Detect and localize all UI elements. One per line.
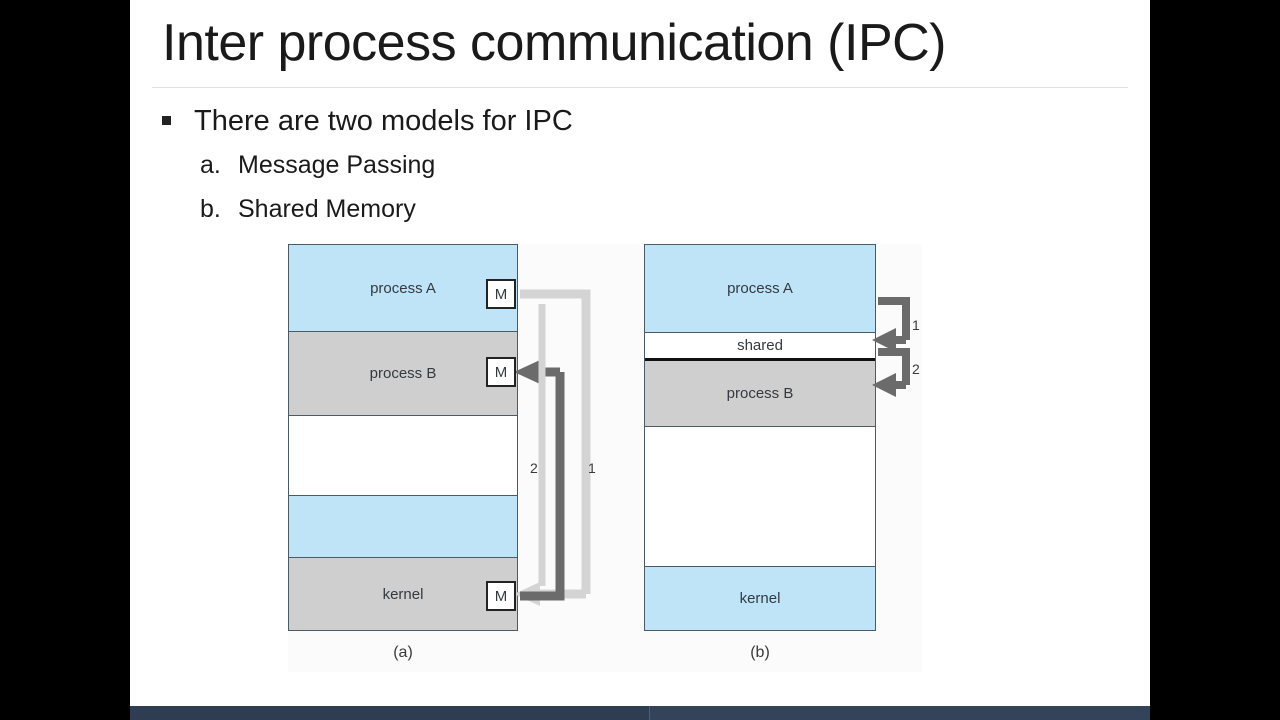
video-progress-fill[interactable] [130,706,651,720]
step-number-2: 2 [530,460,538,476]
message-box-process-b: M [486,357,516,387]
band-label: kernel [739,590,781,607]
message-box-label: M [494,285,508,303]
band-label: process A [727,280,793,297]
title-divider [152,87,1128,88]
video-progress-bar[interactable] [130,706,1150,720]
step-number-1: 1 [912,317,920,333]
figure-caption-a: (a) [393,644,413,661]
band-label: kernel [382,585,424,603]
bullet-item-label: There are two models for IPC [194,105,573,137]
figure-caption-b: (b) [750,644,770,661]
band-label: process A [370,279,436,297]
band-process-b: process B [645,361,875,426]
diagram-shared-memory: process A shared process B kernel [644,244,922,661]
sub-list-item-b: b. Shared Memory [200,194,416,224]
band-kernel: kernel [289,557,517,630]
memory-column-a: process A process B kernel [288,244,518,631]
message-box-label: M [494,363,508,381]
step-number-2: 2 [912,361,920,377]
sub-list-marker: b. [200,195,221,223]
presentation-slide: Inter process communication (IPC) There … [130,0,1150,706]
message-box-kernel: M [486,581,516,611]
band-shared: shared [645,332,875,361]
band-free-memory-2 [289,495,517,557]
page-title: Inter process communication (IPC) [162,14,947,72]
band-free-memory [645,426,875,566]
sub-list-marker: a. [200,151,221,179]
ipc-models-figure: process A process B kernel [288,244,922,672]
band-label: process B [369,365,437,382]
band-kernel: kernel [645,566,875,630]
band-label: shared [737,337,783,354]
bullet-item: There are two models for IPC [162,104,573,138]
sub-list-item-a: a. Message Passing [200,150,435,180]
diagram-message-passing: process A process B kernel [288,244,596,661]
sub-list-label: Shared Memory [238,195,416,223]
step-number-1: 1 [588,460,596,476]
bullet-square-icon [162,116,171,125]
band-free-memory-1 [289,415,517,495]
sub-list-label: Message Passing [238,151,436,179]
message-box-label: M [494,587,508,605]
memory-column-b: process A shared process B kernel [644,244,876,631]
band-process-a: process A [645,245,875,332]
message-box-process-a: M [486,279,516,309]
band-label: process B [726,385,794,402]
band-process-a: process A [289,245,517,331]
band-process-b: process B [289,331,517,415]
